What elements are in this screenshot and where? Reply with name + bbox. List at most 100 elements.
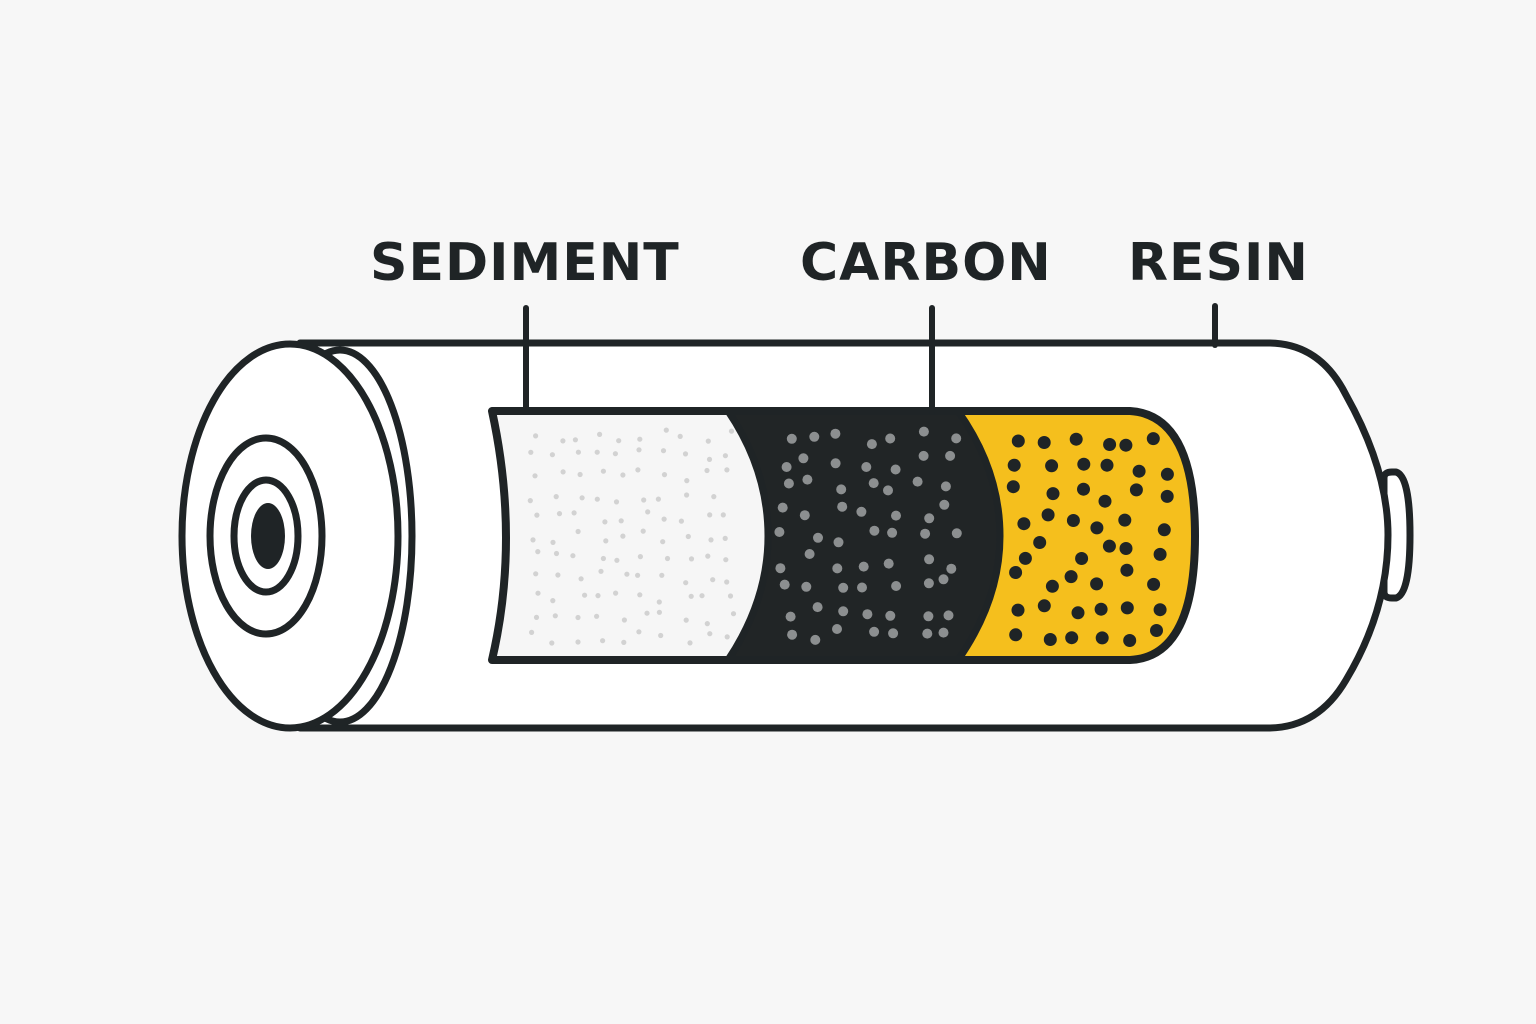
carbon-dot: [801, 581, 812, 592]
sediment-speck: [575, 614, 581, 621]
sediment-speck: [552, 613, 558, 619]
sediment-speck: [575, 528, 581, 535]
sediment-speck: [659, 572, 665, 578]
carbon-dot: [924, 554, 935, 565]
carbon-dot: [832, 624, 842, 634]
carbon-dot: [924, 513, 935, 524]
resin-dot: [1071, 606, 1085, 620]
sediment-speck: [577, 471, 583, 478]
sediment-speck: [635, 467, 641, 473]
carbon-dot: [938, 574, 949, 585]
sediment-speck: [683, 617, 689, 623]
sediment-speck: [688, 593, 694, 599]
sediment-speck: [637, 436, 643, 442]
sediment-layer: [492, 411, 768, 660]
sediment-speck: [723, 557, 729, 563]
sediment-speck: [613, 590, 619, 596]
sediment-speck: [640, 528, 646, 534]
leader-lines: [523, 303, 1218, 415]
carbon-dot: [785, 611, 796, 622]
sediment-speck: [529, 629, 535, 636]
resin-dot: [1095, 631, 1109, 645]
sediment-speck: [708, 537, 714, 543]
sediment-speck: [594, 449, 600, 455]
sediment-speck: [710, 577, 716, 583]
resin-dot: [1069, 432, 1083, 446]
resin-dot: [1045, 579, 1059, 593]
sediment-speck: [549, 452, 556, 458]
sediment-speck: [724, 467, 730, 473]
sediment-speck: [600, 638, 606, 644]
sediment-speck: [555, 572, 561, 578]
sediment-speck: [549, 640, 555, 646]
resin-dot: [1077, 457, 1091, 471]
resin-dot: [1123, 634, 1137, 647]
resin-dot: [1153, 547, 1167, 561]
sediment-speck: [533, 571, 539, 577]
resin-dot: [1153, 603, 1167, 617]
carbon-dot: [869, 626, 880, 637]
carbon-dot: [939, 499, 950, 510]
sediment-speck: [595, 593, 601, 599]
sediment-speck: [727, 593, 734, 599]
carbon-dot: [885, 610, 896, 621]
carbon-dot: [775, 563, 786, 574]
resin-dot: [1046, 487, 1060, 501]
sediment-speck: [722, 535, 728, 542]
carbon-dot: [888, 628, 899, 639]
sediment-speck: [704, 467, 710, 474]
carbon-dot: [945, 450, 956, 461]
sediment-speck: [613, 499, 620, 505]
carbon-dot: [883, 485, 893, 496]
sediment-speck: [684, 492, 690, 498]
sediment-speck: [571, 510, 577, 516]
sediment-speck: [707, 631, 713, 637]
carbon-dot: [866, 439, 877, 450]
sediment-speck: [677, 433, 683, 439]
resin-dot: [1065, 631, 1079, 645]
sediment-speck: [655, 496, 662, 502]
carbon-dot: [838, 582, 849, 593]
resin-dot: [1077, 482, 1090, 496]
sediment-speck: [724, 634, 730, 640]
carbon-dot: [857, 582, 867, 593]
sediment-speck: [612, 451, 619, 457]
sediment-speck: [570, 553, 576, 559]
sediment-speck: [553, 550, 560, 557]
carbon-dot: [804, 549, 815, 559]
resin-dot: [1119, 542, 1133, 555]
sediment-speck: [711, 494, 717, 500]
resin-dot: [1018, 551, 1032, 565]
resin-dot: [1132, 464, 1146, 478]
resin-dot: [1120, 601, 1134, 615]
sediment-speck: [644, 610, 650, 616]
sediment-speck: [575, 639, 581, 645]
carbon-dot: [830, 428, 841, 439]
outlet-nozzle: [1380, 468, 1414, 602]
cutaway-window: [488, 407, 1199, 664]
sediment-speck: [602, 519, 608, 525]
sediment-speck: [614, 557, 620, 563]
carbon-dot: [918, 426, 929, 437]
sediment-speck: [661, 516, 667, 522]
sediment-speck: [533, 433, 539, 439]
resin-dot: [1157, 523, 1171, 537]
sediment-speck: [705, 553, 711, 559]
sediment-speck: [560, 438, 566, 444]
carbon-dot: [938, 627, 949, 638]
sediment-speck: [637, 554, 644, 560]
resin-dot: [1147, 577, 1161, 591]
sediment-speck: [579, 495, 585, 501]
sediment-speck: [645, 509, 651, 515]
sediment-speck: [575, 449, 582, 455]
sediment-speck: [578, 576, 584, 582]
sediment-speck: [533, 614, 540, 621]
sediment-speck: [641, 497, 647, 503]
carbon-dot: [912, 476, 923, 487]
resin-dot: [1090, 577, 1104, 591]
carbon-dot: [832, 563, 843, 574]
sediment-speck: [598, 568, 604, 574]
sediment-speck: [704, 621, 710, 627]
resin-dot: [1009, 628, 1023, 642]
